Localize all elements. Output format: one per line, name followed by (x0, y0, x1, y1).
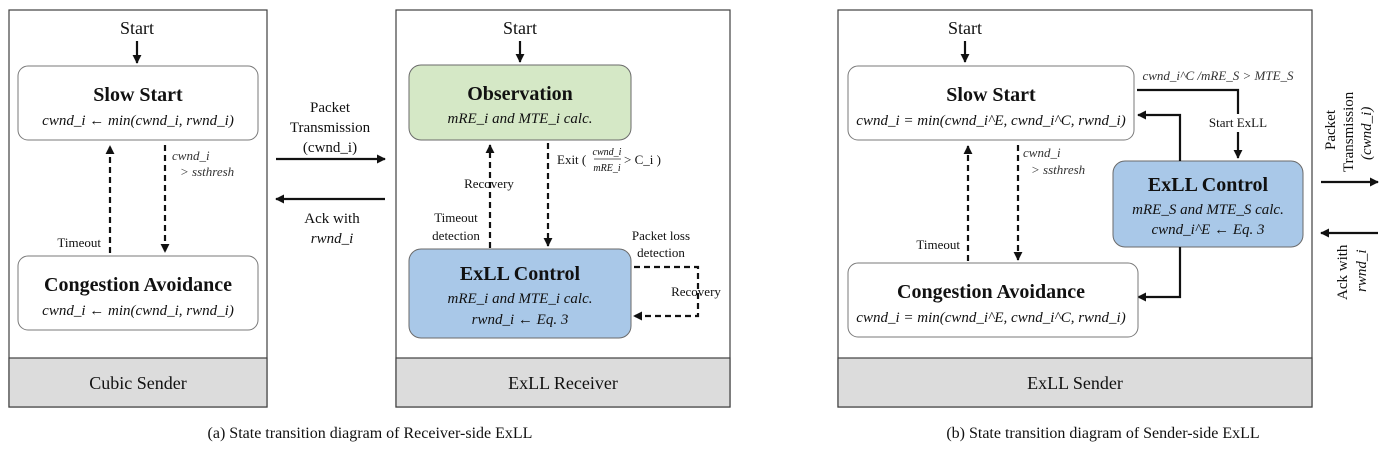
ssthresh-cond-1: cwnd_i (172, 148, 210, 163)
exit-frac-num: cwnd_i (593, 147, 622, 158)
exit-cond: > C_i ) (624, 152, 661, 167)
exll-control-line2: rwnd_i ← Eq. 3 (472, 312, 569, 328)
exll-control-state (408, 248, 632, 339)
timeout-detection-1: Timeout (434, 210, 478, 225)
sender-ssthresh-1: cwnd_i (1023, 145, 1061, 160)
caption-b: (b) State transition diagram of Sender-s… (946, 425, 1259, 442)
ssthresh-cond-2: > ssthresh (180, 164, 234, 179)
exit-frac-den: mRE_i (593, 163, 620, 174)
packet-loss-1: Packet loss (632, 228, 690, 243)
caption-a: (a) State transition diagram of Receiver… (208, 425, 533, 442)
sender-exll-title: ExLL Control (1148, 174, 1269, 196)
sender-exll-line1: mRE_S and MTE_S calc. (1132, 202, 1284, 218)
link-a: Packet Transmission (cwnd_i) Ack with rw… (275, 100, 386, 247)
sender-timeout-label: Timeout (916, 237, 960, 252)
ack-label-1: Ack with (304, 211, 360, 227)
mte-cond: cwnd_i^C /mRE_S > MTE_S (1142, 68, 1294, 83)
slow-start-title: Slow Start (93, 84, 183, 106)
exll-to-slowstart-arrow (1137, 110, 1182, 161)
sender-slow-start-formula: cwnd_i = min(cwnd_i^E, cwnd_i^C, rwnd_i) (856, 113, 1125, 129)
receiver-start-label: Start (503, 18, 537, 38)
sender-ack-1: Ack with (1335, 244, 1351, 300)
sender-ack-2: rwnd_i (1354, 249, 1370, 292)
packet-label-1: Packet (310, 100, 351, 116)
exll-control-line1: mRE_i and MTE_i calc. (448, 291, 593, 307)
packet-label-2: Transmission (290, 120, 371, 136)
slow-start-formula: cwnd_i ← min(cwnd_i, rwnd_i) (42, 113, 234, 129)
ack-label-2: rwnd_i (311, 231, 354, 247)
sender-start-label: Start (948, 18, 982, 38)
sender-exll-line2: cwnd_i^E ← Eq. 3 (1152, 222, 1265, 238)
exll-to-ca-arrow (1137, 247, 1182, 302)
receiver-footer (395, 357, 731, 408)
sender-exll-control-state (1112, 160, 1304, 248)
start-exll-bg (1200, 114, 1276, 132)
cubic-sender-panel: Cubic Sender Start Slow Start cwnd_i ← m… (8, 9, 268, 408)
start-label: Start (120, 18, 154, 38)
sender-packet-2: Transmission (1341, 91, 1357, 172)
recovery-loop-label: Recovery (671, 284, 721, 299)
exll-receiver-panel: ExLL Receiver Start Observation mRE_i an… (395, 9, 731, 408)
observation-state (408, 64, 632, 141)
packet-loss-2: detection (637, 245, 685, 260)
observation-title: Observation (467, 83, 573, 105)
exll-control-title: ExLL Control (460, 263, 581, 285)
sender-footer (837, 357, 1313, 408)
sender-ssthresh-2: > ssthresh (1031, 162, 1085, 177)
link-b: Packet Transmission (cwnd_i) Ack with rw… (1320, 91, 1379, 300)
timeout-detection-2: detection (432, 228, 480, 243)
sender-packet-3: (cwnd_i) (1359, 107, 1375, 160)
sender-slow-start-state (847, 65, 1135, 141)
recovery-label: Recovery (464, 176, 514, 191)
exll-sender-panel: ExLL Sender Start Slow Start cwnd_i = mi… (837, 9, 1313, 408)
sender-footer-label: ExLL Sender (1027, 373, 1123, 393)
sender-slow-start-title: Slow Start (946, 84, 1036, 106)
sender-ca-title: Congestion Avoidance (897, 281, 1085, 303)
sender-packet-1: Packet (1323, 109, 1339, 150)
cubic-sender-footer-label: Cubic Sender (89, 373, 186, 393)
receiver-footer-label: ExLL Receiver (508, 373, 618, 393)
start-exll-label: Start ExLL (1209, 115, 1267, 130)
packet-loss-loop (633, 265, 700, 321)
observation-formula: mRE_i and MTE_i calc. (448, 111, 593, 127)
ca-formula: cwnd_i ← min(cwnd_i, rwnd_i) (42, 303, 234, 319)
ca-title: Congestion Avoidance (44, 274, 232, 296)
start-exll-arrow (1137, 88, 1243, 159)
timeout-label: Timeout (57, 235, 101, 250)
congestion-avoidance-state (17, 255, 259, 331)
packet-label-3: (cwnd_i) (303, 140, 357, 156)
exit-label: Exit ( (557, 152, 586, 167)
sender-ca-state (847, 262, 1139, 338)
sender-ca-formula: cwnd_i = min(cwnd_i^E, cwnd_i^C, rwnd_i) (856, 310, 1125, 326)
cubic-sender-footer (8, 357, 268, 408)
slow-start-state (17, 65, 259, 141)
